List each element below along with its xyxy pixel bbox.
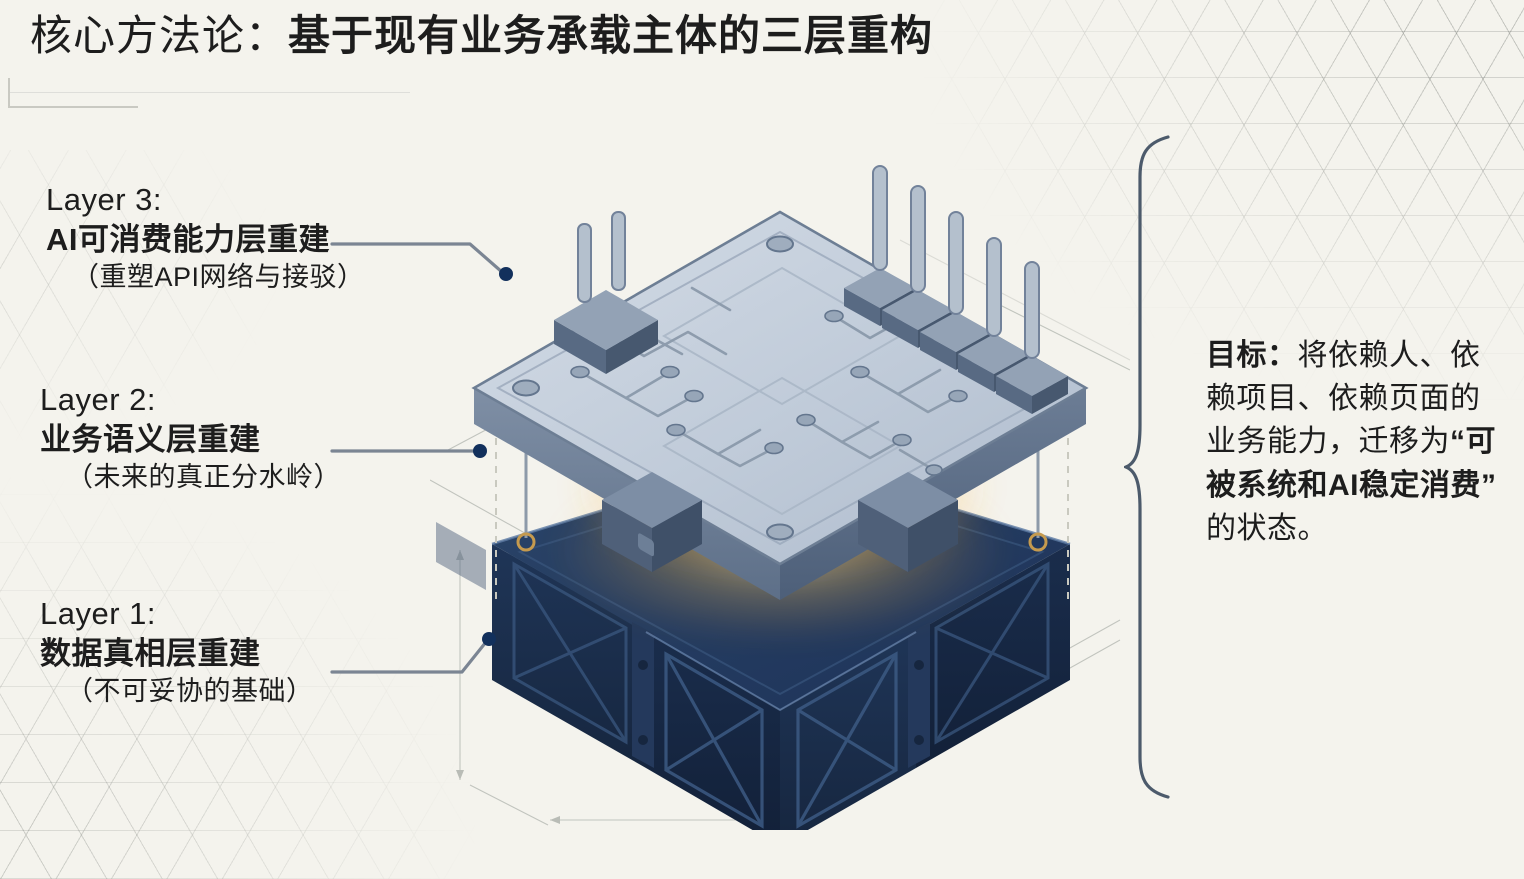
- layer1-title: 数据真相层重建: [40, 635, 261, 671]
- layer2-subtitle: （未来的真正分水岭）: [66, 461, 341, 492]
- goal-brace: [1124, 135, 1170, 799]
- layer1-subtitle: （不可妥协的基础）: [66, 675, 314, 706]
- goal-part2: 的状态。: [1206, 511, 1328, 545]
- layer1-kicker: Layer 1:: [40, 596, 157, 631]
- layer2-kicker: Layer 2:: [40, 382, 157, 417]
- page-title-prefix: 核心方法论：: [30, 12, 289, 59]
- layer-label-layer1: Layer 1: 数据真相层重建 （不可妥协的基础）: [40, 596, 314, 708]
- layer-label-layer2: Layer 2: 业务语义层重建 （未来的真正分水岭）: [40, 382, 341, 494]
- layer3-kicker: Layer 3:: [46, 182, 163, 217]
- goal-label: 目标：: [1206, 339, 1298, 372]
- three-layer-isometric-illustration: [430, 165, 1130, 830]
- crate-hinges: [632, 622, 930, 768]
- title-corner-rule: [8, 78, 410, 108]
- pin-cluster-right: [844, 165, 1068, 414]
- board-chips: [436, 522, 486, 590]
- pcb-traces: [578, 286, 960, 472]
- page-title-main: 基于现有业务承载主体的三层重构: [288, 12, 934, 59]
- goal-part1: 将依赖人、依赖项目、依赖页面的业务能力，迁移为: [1206, 339, 1481, 459]
- connector-pins: [495, 438, 1069, 600]
- layer3-title: AI可消费能力层重建: [46, 221, 330, 257]
- goal-statement: 目标：将依赖人、依赖项目、依赖页面的业务能力，迁移为“可被系统和AI稳定消费” 的…: [1206, 334, 1506, 550]
- page-title: 核心方法论：基于现有业务承载主体的三层重构: [30, 10, 933, 63]
- layer-label-layer3: Layer 3: AI可消费能力层重建 （重塑API网络与接驳）: [46, 182, 365, 294]
- board-components: [554, 165, 1068, 572]
- layer2-title: 业务语义层重建: [40, 421, 261, 457]
- layer3-subtitle: （重塑API网络与接驳）: [72, 261, 365, 292]
- goal-quote: “可被系统和AI稳定消费”: [1206, 425, 1497, 502]
- pin-header-left: [554, 211, 658, 374]
